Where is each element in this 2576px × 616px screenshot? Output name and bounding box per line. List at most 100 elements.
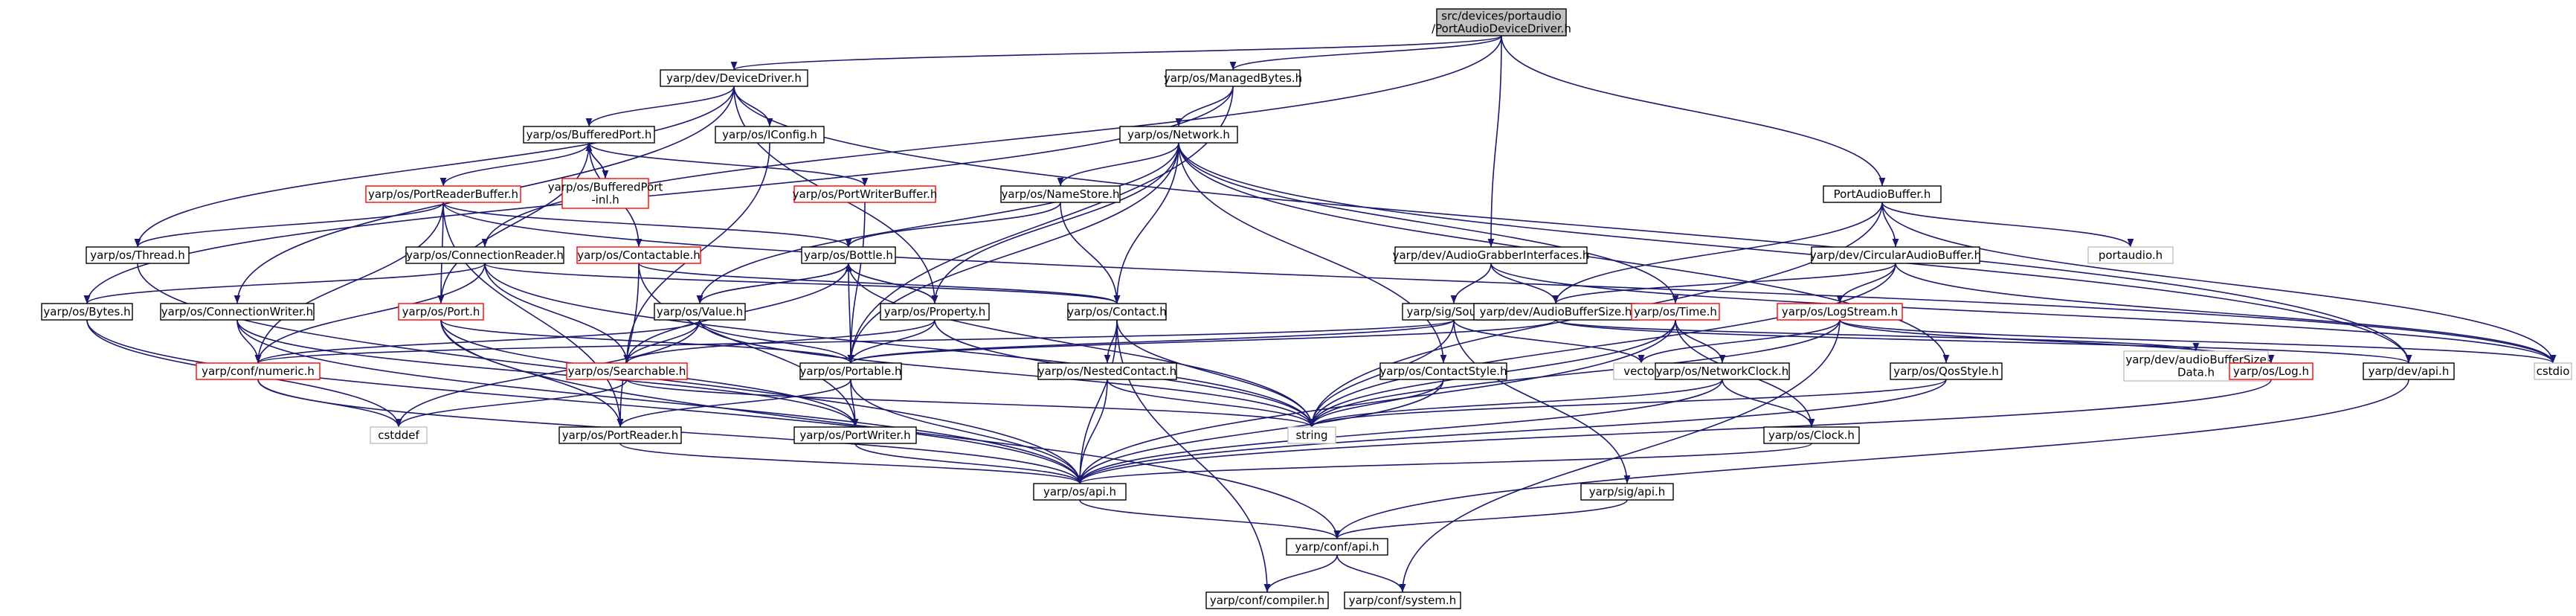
node-box <box>405 246 564 264</box>
node-label: /PortAudioDeviceDriver.h <box>1432 22 1571 36</box>
node-label: yarp/sig/api.h <box>1589 485 1666 498</box>
edge-network-to-portable <box>847 142 1179 364</box>
node-label: -inl.h <box>591 193 619 207</box>
node-bufferedport[interactable]: yarp/os/BufferedPort.h <box>523 126 655 144</box>
node-networkclock[interactable]: yarp/os/NetworkClock.h <box>1655 362 1790 380</box>
node-network[interactable]: yarp/os/Network.h <box>1119 126 1238 144</box>
edge-network-to-contactstyle <box>1178 142 1447 364</box>
node-cstdio[interactable]: cstdio <box>2534 362 2572 380</box>
edge-contactstyle-to-string <box>1308 379 1444 428</box>
edge-portreaderbuffer-to-thread <box>134 202 444 248</box>
edge-audiograbber-to-sound <box>1450 263 1492 304</box>
edge-namestore-to-contact <box>1060 202 1121 304</box>
node-box <box>1655 362 1790 380</box>
node-value[interactable]: yarp/os/Value.h <box>654 303 746 321</box>
node-label: yarp/os/Network.h <box>1127 128 1230 141</box>
node-label: yarp/os/ManagedBytes.h <box>1164 71 1302 85</box>
node-box <box>1631 303 1720 321</box>
node-root[interactable]: src/devices/portaudio/PortAudioDeviceDri… <box>1432 8 1571 36</box>
node-label: yarp/os/NameStore.h <box>1001 187 1119 201</box>
edge-contact-to-compiler <box>1116 319 1271 593</box>
node-box <box>654 303 746 321</box>
node-bottle[interactable]: yarp/os/Bottle.h <box>801 246 896 264</box>
node-osapi[interactable]: yarp/os/api.h <box>1033 483 1127 501</box>
edge-confapi-to-compiler <box>1263 554 1338 593</box>
node-qosstyle[interactable]: yarp/os/QosStyle.h <box>1890 362 2003 380</box>
edge-portaudiobuffer-to-circularaudio <box>1881 202 1899 248</box>
node-bufferedportinl[interactable]: yarp/os/BufferedPort-inl.h <box>548 178 663 209</box>
node-label: yarp/dev/AudioBufferSize.h <box>1480 305 1632 318</box>
edge-devicedriver-to-devapi <box>733 86 2412 364</box>
node-audiobuffersize[interactable]: yarp/dev/AudioBufferSize.h <box>1473 303 1638 321</box>
node-portreaderbuffer[interactable]: yarp/os/PortReaderBuffer.h <box>365 185 521 203</box>
node-label: yarp/os/Contactable.h <box>577 248 701 262</box>
node-numeric[interactable]: yarp/conf/numeric.h <box>196 362 321 380</box>
edge-network-to-namestore <box>1057 142 1179 187</box>
node-compiler[interactable]: yarp/conf/compiler.h <box>1205 591 1329 609</box>
edge-contact-to-osapi <box>1076 319 1118 484</box>
node-circularaudio[interactable]: yarp/dev/CircularAudioBuffer.h <box>1810 246 1981 264</box>
node-devapi[interactable]: yarp/dev/api.h <box>2363 362 2455 380</box>
node-log[interactable]: yarp/os/Log.h <box>2229 362 2313 380</box>
node-portaudioh[interactable]: portaudio.h <box>2087 246 2174 264</box>
edge-contactable-to-portreader <box>616 263 640 428</box>
node-managedbytes[interactable]: yarp/os/ManagedBytes.h <box>1164 69 1302 87</box>
node-box <box>1119 126 1238 144</box>
node-portwriter[interactable]: yarp/os/PortWriter.h <box>793 426 917 444</box>
node-label: cstddef <box>378 429 419 442</box>
edge-devicedriver-to-bufferedport <box>585 86 735 127</box>
node-audiograbber[interactable]: yarp/dev/AudioGrabberInterfaces.h <box>1393 246 1590 264</box>
node-portable[interactable]: yarp/os/Portable.h <box>799 362 902 380</box>
edge-bytes-to-osapi <box>86 319 1083 484</box>
edge-networkclock-to-osapi <box>1076 379 1723 484</box>
node-label: yarp/os/PortWriter.h <box>799 429 910 442</box>
edge-audiograbber-to-audiobuffersize <box>1490 263 1559 304</box>
edge-nestedcontact-to-osapi <box>1076 379 1108 484</box>
edge-sound-to-numeric <box>255 319 1455 364</box>
node-box <box>1763 426 1860 444</box>
node-time[interactable]: yarp/os/Time.h <box>1631 303 1720 321</box>
node-string[interactable]: string <box>1287 426 1336 444</box>
node-box <box>1287 426 1336 444</box>
node-box <box>1205 591 1329 609</box>
node-nestedcontact[interactable]: yarp/os/NestedContact.h <box>1037 362 1177 380</box>
node-thread[interactable]: yarp/os/Thread.h <box>86 246 190 264</box>
node-portaudiobuffer[interactable]: PortAudioBuffer.h <box>1823 185 1942 203</box>
node-system[interactable]: yarp/conf/system.h <box>1344 591 1461 609</box>
node-box <box>801 246 896 264</box>
edge-logstream-to-system <box>1399 319 1841 593</box>
node-contactstyle[interactable]: yarp/os/ContactStyle.h <box>1379 362 1507 380</box>
node-contact[interactable]: yarp/os/Contact.h <box>1067 303 1167 321</box>
edge-network-to-time <box>1178 142 1679 304</box>
node-property[interactable]: yarp/os/Property.h <box>880 303 990 321</box>
node-iconfig[interactable]: yarp/os/IConfig.h <box>715 126 825 144</box>
node-contactable[interactable]: yarp/os/Contactable.h <box>576 246 701 264</box>
edge-time-to-osapi <box>1076 319 1676 484</box>
edge-connectionreader-to-string <box>484 263 1316 428</box>
node-box <box>576 246 701 264</box>
edge-root-to-devicedriver <box>731 35 1502 71</box>
node-logstream[interactable]: yarp/os/LogStream.h <box>1777 303 1903 321</box>
node-connectionreader[interactable]: yarp/os/ConnectionReader.h <box>405 246 564 264</box>
node-portreader[interactable]: yarp/os/PortReader.h <box>558 426 682 444</box>
edge-connectionreader-to-contact <box>484 263 1121 304</box>
node-box <box>1811 246 1980 264</box>
node-namestore[interactable]: yarp/os/NameStore.h <box>1000 185 1121 203</box>
node-portwriterbuffer[interactable]: yarp/os/PortWriterBuffer.h <box>793 185 938 203</box>
edge-bufferedportinl-to-bufferedport <box>585 142 606 179</box>
node-box <box>398 303 484 321</box>
edge-devicedriver-to-thread <box>134 86 735 248</box>
edge-property-to-searchable <box>623 319 936 364</box>
node-bytes[interactable]: yarp/os/Bytes.h <box>41 303 133 321</box>
node-sigapi[interactable]: yarp/sig/api.h <box>1580 483 1674 501</box>
node-searchable[interactable]: yarp/os/Searchable.h <box>566 362 688 380</box>
node-cstddef[interactable]: cstddef <box>370 426 428 444</box>
node-devicedriver[interactable]: yarp/dev/DeviceDriver.h <box>660 69 808 87</box>
node-clock[interactable]: yarp/os/Clock.h <box>1763 426 1860 444</box>
node-connectionwriter[interactable]: yarp/os/ConnectionWriter.h <box>160 303 315 321</box>
node-label: src/devices/portaudio <box>1441 10 1561 23</box>
node-port[interactable]: yarp/os/Port.h <box>398 303 484 321</box>
edge-network-to-property <box>931 142 1179 304</box>
node-label: yarp/os/Value.h <box>657 305 743 318</box>
node-confapi[interactable]: yarp/conf/api.h <box>1286 538 1388 556</box>
